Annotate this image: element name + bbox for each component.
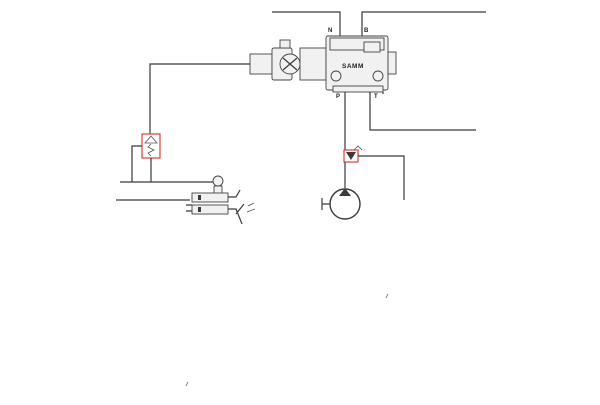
pedal-cylinder-upper	[191, 192, 229, 203]
foot-pedal-icon	[186, 175, 256, 225]
pedal-plate	[235, 203, 245, 215]
relief-valve-body	[346, 152, 356, 160]
stray-mark-2	[185, 381, 189, 387]
check-bypass-left	[131, 145, 142, 182]
valve-top-knob	[279, 39, 291, 49]
line-from-port-b	[361, 11, 486, 36]
pump-direction-arrow	[339, 188, 351, 196]
relief-valve-icon	[343, 145, 363, 163]
check-valve-highlight	[141, 133, 161, 159]
valve-fitting-right	[372, 70, 384, 82]
valve-end-cap	[249, 53, 273, 75]
pedal-lever-upper	[228, 189, 241, 198]
pedal-cyl-mark-1	[198, 195, 201, 200]
pedal-inlets	[186, 204, 192, 212]
port-n-label: N	[328, 28, 332, 34]
relief-drain-line	[358, 155, 405, 200]
port-t-label: T	[374, 94, 378, 100]
pump-shaft	[321, 198, 330, 210]
valve-spool-cross	[282, 57, 298, 71]
pedal-cylinder-lower	[191, 204, 229, 215]
line-valve-to-check	[149, 63, 250, 134]
check-valve-spring	[147, 143, 155, 157]
line-to-port-n	[272, 11, 341, 36]
port-p-label: P	[336, 94, 340, 100]
pedal-cyl-mark-2	[198, 207, 201, 212]
port-b-label: B	[364, 28, 369, 34]
directional-control-valve-icon: SAMM N B P T	[249, 28, 397, 100]
check-valve-triangle	[144, 135, 158, 144]
hydraulic-pump-icon	[321, 188, 361, 220]
pedal-lever-lower	[228, 208, 243, 225]
pedal-springs	[246, 202, 256, 213]
stray-mark-1	[385, 293, 389, 299]
check-valve-icon	[141, 133, 161, 159]
relief-valve-spring	[353, 145, 363, 151]
valve-b-port-block	[363, 41, 381, 53]
top-lines	[272, 11, 486, 36]
valve-right-cap	[387, 51, 397, 75]
valve-connector	[299, 47, 327, 81]
pedal-gauge	[212, 175, 224, 187]
valve-fitting-left	[330, 70, 342, 82]
valve-base-plate	[332, 85, 384, 93]
return-line-t	[369, 92, 476, 131]
valve-brand-label: SAMM	[342, 63, 364, 70]
